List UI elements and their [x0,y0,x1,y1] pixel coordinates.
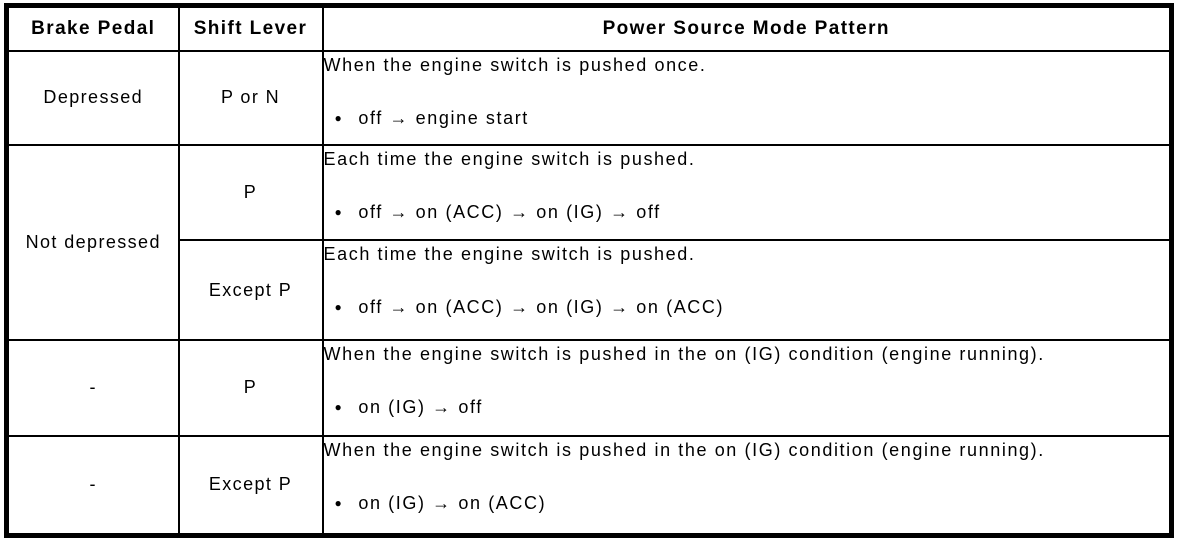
pattern-cell: When the engine switch is pushed in the … [321,339,1173,437]
table-row: - Except P When the engine switch is pus… [5,434,1173,537]
pattern-bullet-line: ● off → on (ACC) → on (IG) → off [335,201,1170,223]
pattern-cell: When the engine switch is pushed in the … [321,434,1173,537]
pattern-bullet-text: on (IG) → on (ACC) [358,492,547,513]
table-row: Depressed P or N When the engine switch … [5,50,1173,146]
pattern-cell: Each time the engine switch is pushed. ●… [321,143,1173,242]
table-row: - P When the engine switch is pushed in … [5,339,1173,437]
bullet-icon: ● [334,300,344,315]
header-power-source-mode-pattern: Power Source Mode Pattern [321,4,1173,52]
pattern-bullet-line: ● on (IG) → off [335,396,1170,418]
shift-lever-cell: P or N [177,50,324,146]
pattern-bullet-text: off → on (ACC) → on (IG) → off [358,201,661,222]
power-source-mode-table: Brake Pedal Shift Lever Power Source Mod… [4,3,1174,538]
shift-lever-cell: Except P [177,239,324,342]
pattern-description: Each time the engine switch is pushed. [323,244,696,265]
pattern-description: When the engine switch is pushed in the … [323,439,1045,460]
table-row: Not depressed P Each time the engine swi… [5,143,1173,342]
pattern-bullet-text: on (IG) → off [358,397,483,418]
shift-lever-cell: Except P [177,434,324,537]
header-shift-lever: Shift Lever [177,4,324,52]
pattern-cell: Each time the engine switch is pushed. ●… [321,239,1173,342]
header-row: Brake Pedal Shift Lever Power Source Mod… [5,4,1173,52]
shift-lever-cell: P [177,143,324,242]
bullet-icon: ● [334,111,344,125]
pattern-bullet-text: off → engine start [358,108,529,128]
bullet-icon: ● [334,204,344,219]
table-row: Except P Each time the engine switch is … [7,239,1173,342]
pattern-bullet-line: ● off → engine start [335,107,1170,129]
pattern-cell: When the engine switch is pushed once. ●… [321,50,1173,146]
pattern-description: When the engine switch is pushed in the … [323,344,1045,365]
pattern-description: Each time the engine switch is pushed. [323,148,696,169]
bullet-icon: ● [334,495,344,510]
pattern-description: When the engine switch is pushed once. [323,55,707,75]
pattern-bullet-line: ● on (IG) → on (ACC) [335,492,1170,514]
pattern-bullet-line: ● off → on (ACC) → on (IG) → on (ACC) [335,296,1170,318]
brake-pedal-cell: Not depressed [5,143,180,342]
bullet-icon: ● [334,400,344,415]
brake-pedal-cell: Depressed [5,50,180,146]
header-brake-pedal: Brake Pedal [5,4,180,52]
brake-pedal-cell: - [5,434,180,537]
shift-lever-cell: P [177,339,324,437]
brake-pedal-cell: - [5,339,180,437]
pattern-bullet-text: off → on (ACC) → on (IG) → on (ACC) [358,297,725,318]
